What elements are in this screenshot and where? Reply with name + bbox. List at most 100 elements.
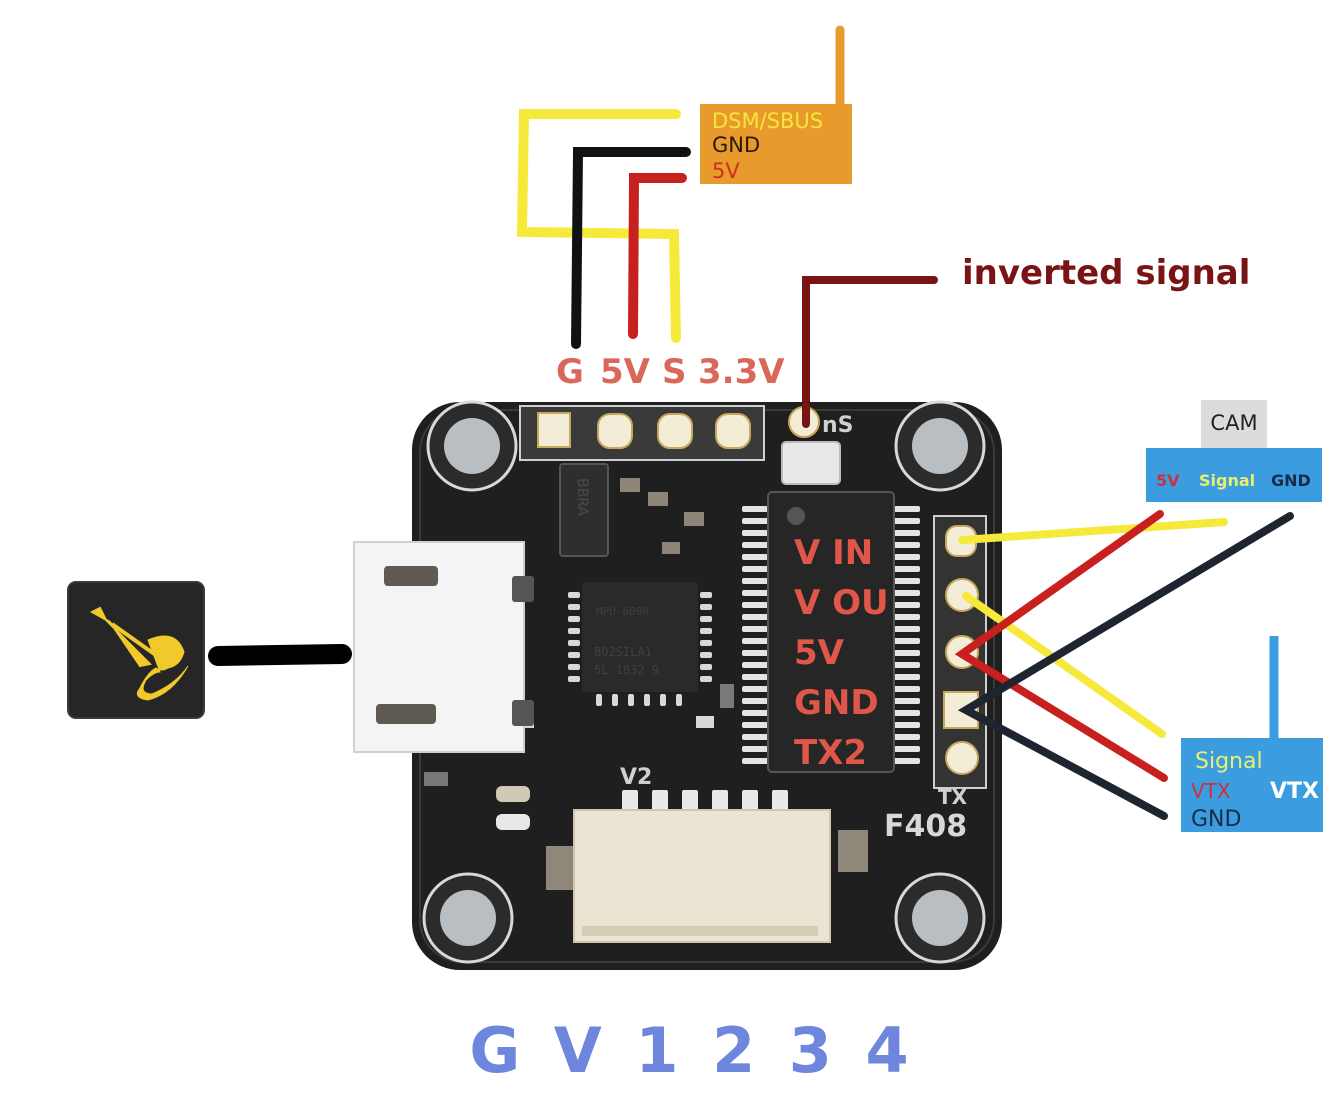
pad-g[interactable] [537, 412, 571, 448]
osd-chip-pin [892, 578, 920, 584]
regulator-marking: BBRA [574, 478, 590, 516]
osd-chip-pin [742, 734, 770, 740]
top-pad-labels: G 5V S 3.3V [556, 352, 785, 392]
osd-chip-pin [742, 530, 770, 536]
imu-chip-pin [644, 694, 650, 706]
osd-chip-pin [892, 626, 920, 632]
osd-chip-pin [742, 614, 770, 620]
pad-label-s: S [662, 352, 687, 392]
jst-connector-pin [772, 790, 788, 814]
pad-5v[interactable] [597, 413, 633, 449]
vtx-title: VTX [1270, 779, 1319, 804]
osd-chip-pin [892, 650, 920, 656]
osd-chip-pin [892, 746, 920, 752]
osd-chip-pin [742, 554, 770, 560]
imu-marking-1: MPU-6000 [596, 605, 649, 618]
cam-pin-5v: 5V [1156, 471, 1180, 490]
jst-connector-pin [712, 790, 728, 814]
osd-chip-pin [742, 710, 770, 716]
imu-chip-pin [700, 616, 712, 622]
osd-chip-pin [742, 518, 770, 524]
osd-chip-pin [742, 746, 770, 752]
osd-chip-pin [892, 698, 920, 704]
imu-marking-3: 5L 1832 9 [594, 663, 659, 677]
jst-connector-pin [652, 790, 668, 814]
osd-chip-pin [892, 710, 920, 716]
osd-chip-pin [742, 566, 770, 572]
pad-3v3[interactable] [715, 413, 751, 449]
betaflight-app[interactable] [67, 581, 352, 719]
osd-chip-pin [742, 590, 770, 596]
imu-chip-pin [700, 652, 712, 658]
osd-chip-pin [742, 698, 770, 704]
jst-connector-pin [622, 790, 638, 814]
jst-connector[interactable] [573, 790, 831, 943]
osd-chip-pin [892, 602, 920, 608]
chip-label-tx2: TX2 [794, 733, 867, 773]
pad-label-5v: 5V [600, 352, 651, 392]
imu-chip-pin [700, 604, 712, 610]
pad-label-3v3: 3.3V [698, 352, 785, 392]
osd-chip-pin [892, 614, 920, 620]
connector-pin-labels: G V 1 2 3 4 [469, 1014, 914, 1087]
vtx-box [1181, 738, 1323, 832]
pad-s[interactable] [657, 413, 693, 449]
osd-chip-pin [892, 674, 920, 680]
cam-vtx-wires [954, 510, 1294, 820]
imu-chip-pin [568, 628, 580, 634]
chip-label-vout: V OU [794, 583, 889, 623]
imu-chip-pin [568, 652, 580, 658]
osd-chip-pin [742, 758, 770, 764]
osd-chip-pin [892, 638, 920, 644]
inverted-signal-label: inverted signal [962, 253, 1250, 293]
imu-chip-pin [700, 640, 712, 646]
silk-v2: V2 [620, 765, 652, 790]
imu-chip [582, 582, 698, 692]
imu-chip-pin [700, 664, 712, 670]
wire-gnd-dark-right [957, 512, 1294, 820]
osd-chip-pin [892, 590, 920, 596]
osd-chip-pin [892, 566, 920, 572]
chip-label-gnd: GND [794, 683, 879, 723]
osd-chip [767, 491, 895, 773]
imu-chip-pin [676, 694, 682, 706]
osd-chip-pin [892, 686, 920, 692]
chip-label-vin: V IN [794, 533, 873, 573]
osd-chip-pin [742, 626, 770, 632]
imu-chip-pin [568, 592, 580, 598]
osd-chip-pin [742, 686, 770, 692]
hornet-logo [89, 606, 189, 701]
usb-port[interactable] [353, 541, 534, 753]
mounting-hole-tr [894, 400, 986, 492]
silk-ns: nS [822, 413, 854, 438]
pad-vout[interactable] [945, 578, 979, 612]
vtx-pin-gnd: GND [1191, 807, 1241, 832]
osd-chip-pin [742, 674, 770, 680]
pad-tx2[interactable] [945, 741, 979, 775]
imu-marking-2: BQ2SILA1 [594, 645, 652, 659]
vtx-pin-vtx: VTX [1191, 779, 1231, 803]
camera-module: CAM 5V Signal GND [1146, 400, 1322, 502]
imu-chip-pin [700, 676, 712, 682]
cam-pin-gnd: GND [1271, 471, 1311, 490]
wire-vtx-signal [962, 592, 1166, 738]
usb-cable [208, 644, 352, 666]
osd-chip-pin [742, 638, 770, 644]
receiver-wires [516, 109, 691, 349]
imu-chip-pin [596, 694, 602, 706]
osd-chip-pin [892, 554, 920, 560]
osd-chip-pin [742, 542, 770, 548]
osd-chip-pin [892, 734, 920, 740]
receiver-box [700, 104, 852, 184]
mounting-hole-tl [426, 400, 518, 492]
osd-chip-pin [742, 578, 770, 584]
wire-inverted-signal [802, 276, 938, 428]
receiver-module: DSM/SBUS GND 5V [700, 25, 852, 184]
jst-connector-pin [682, 790, 698, 814]
osd-chip-labels: V IN V OU 5V GND TX2 [794, 533, 889, 773]
flight-controller-board: nS BBRA MPU-6000 BQ2SILA1 5L 1832 9 [353, 400, 1002, 970]
imu-chip-pin [568, 640, 580, 646]
pad-label-g: G [556, 352, 584, 392]
osd-chip-pin [742, 650, 770, 656]
osd-chip-pin [892, 662, 920, 668]
